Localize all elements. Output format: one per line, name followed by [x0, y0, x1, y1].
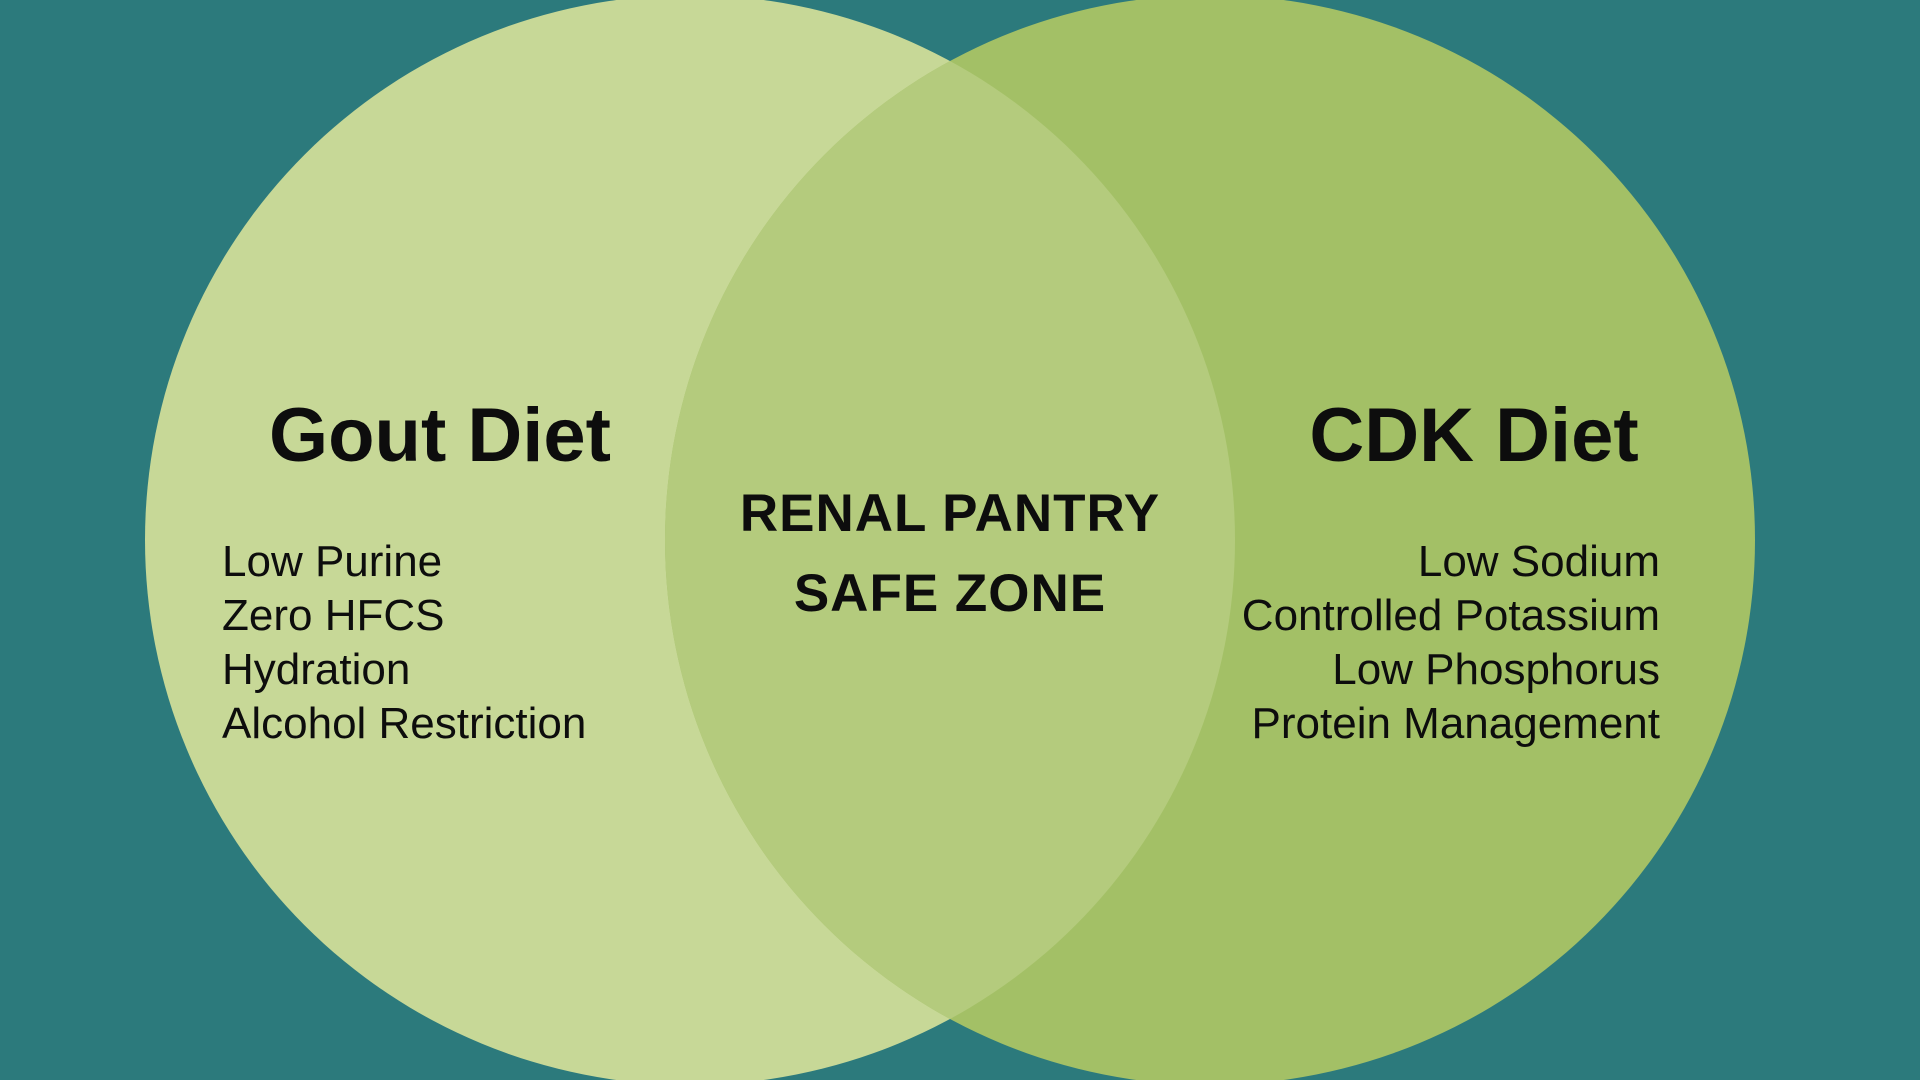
overlap-label-line2: SAFE ZONE	[793, 564, 1107, 623]
right-circle-item: Protein Management	[1251, 699, 1660, 748]
right-circle-item: Low Phosphorus	[1332, 645, 1660, 694]
right-circle-title: CDK Diet	[1309, 393, 1639, 478]
left-circle-item-list: Low Purine Zero HFCS Hydration Alcohol R…	[222, 535, 586, 751]
left-circle-item: Alcohol Restriction	[222, 699, 587, 748]
overlap-region	[665, 0, 1235, 1080]
right-circle-item: Low Sodium	[1417, 537, 1660, 586]
left-circle-item: Low Purine	[222, 537, 443, 586]
overlap-label-line1: RENAL PANTRY	[739, 484, 1161, 543]
right-circle-item: Controlled Potassium	[1241, 591, 1660, 640]
overlap-label: RENAL PANTRY SAFE ZONE	[740, 474, 1160, 634]
left-circle-title: Gout Diet	[269, 393, 611, 478]
left-circle-item: Zero HFCS	[222, 591, 445, 640]
left-circle-item: Hydration	[222, 645, 411, 694]
right-circle-item-list: Low Sodium Controlled Potassium Low Phos…	[1242, 535, 1660, 751]
